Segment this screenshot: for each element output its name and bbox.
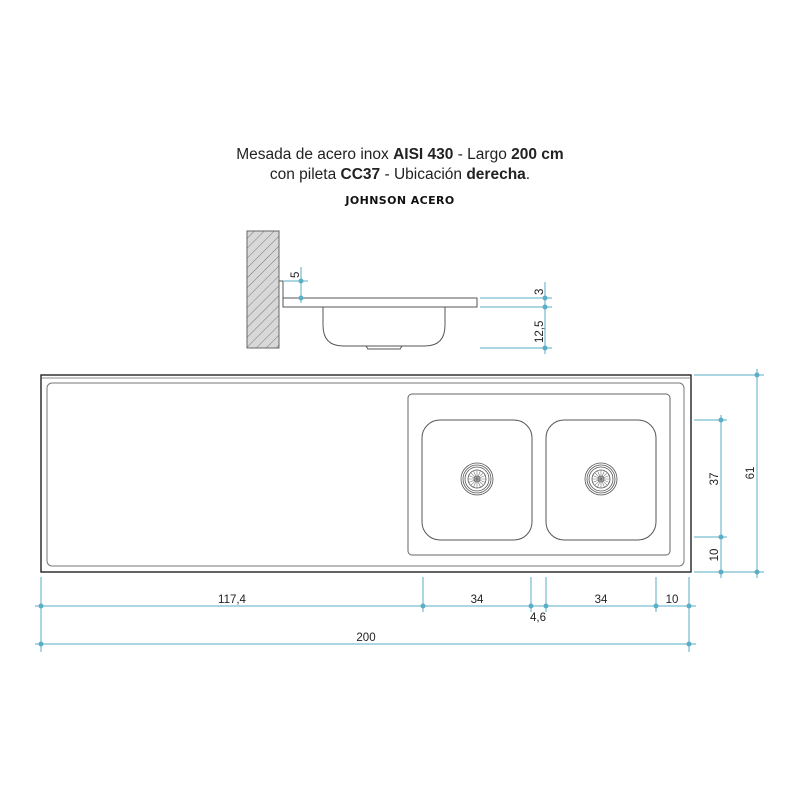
sink-location: derecha — [466, 166, 526, 183]
dim-label-right-margin: 10 — [666, 594, 679, 606]
length-spec: 200 cm — [511, 146, 564, 163]
dim-label-front-margin: 10 — [709, 549, 721, 562]
dim-label-backsplash: 5 — [290, 272, 302, 278]
title-text: con pileta — [269, 166, 341, 183]
title-text: - Ubicación — [380, 166, 467, 183]
drainboard-edge — [46, 382, 685, 567]
title-line-1: Mesada de acero inox AISI 430 - Largo 20… — [0, 145, 800, 165]
dim-label-bowl-right: 34 — [595, 594, 608, 606]
dim-label-total-length: 200 — [356, 632, 375, 644]
dim-label-divider: 4,6 — [530, 612, 546, 624]
dim-thickness-depth — [480, 282, 552, 354]
wall-hatch — [246, 230, 280, 349]
drain-left-icon — [460, 462, 494, 496]
horizontal-dimension-lines — [35, 577, 696, 652]
dim-label-bowl-depth: 12,5 — [534, 321, 546, 343]
drain-outlet — [365, 345, 403, 350]
bowl-profile — [322, 307, 446, 347]
dim-label-bowl-left: 34 — [471, 594, 484, 606]
title-text: - Largo — [453, 146, 512, 163]
title-text: . — [525, 166, 531, 183]
countertop-outline — [40, 374, 692, 573]
dim-label-thickness: 3 — [534, 289, 546, 295]
bowl-right — [545, 419, 657, 541]
top-view: 117,4 34 4,6 34 10 200 37 10 61 — [35, 369, 764, 652]
dim-label-drainboard: 117,4 — [218, 594, 247, 606]
side-view: 5 3 12,5 — [246, 230, 552, 354]
brand-name: JOHNSON ACERO — [345, 194, 455, 207]
title-text: Mesada de acero inox — [236, 146, 394, 163]
dim-backsplash — [284, 267, 308, 303]
bowl-left — [421, 419, 533, 541]
sink-model: CC37 — [340, 166, 381, 183]
title-line-2: con pileta CC37 - Ubicación derecha. — [0, 165, 800, 185]
vertical-dimension-lines — [694, 369, 764, 578]
sink-frame — [407, 393, 671, 556]
dim-label-bowl-length: 37 — [709, 473, 721, 486]
dim-label-total-depth: 61 — [745, 467, 757, 480]
drain-right-icon — [584, 462, 618, 496]
countertop-profile — [279, 280, 478, 308]
material-spec: AISI 430 — [393, 146, 454, 163]
